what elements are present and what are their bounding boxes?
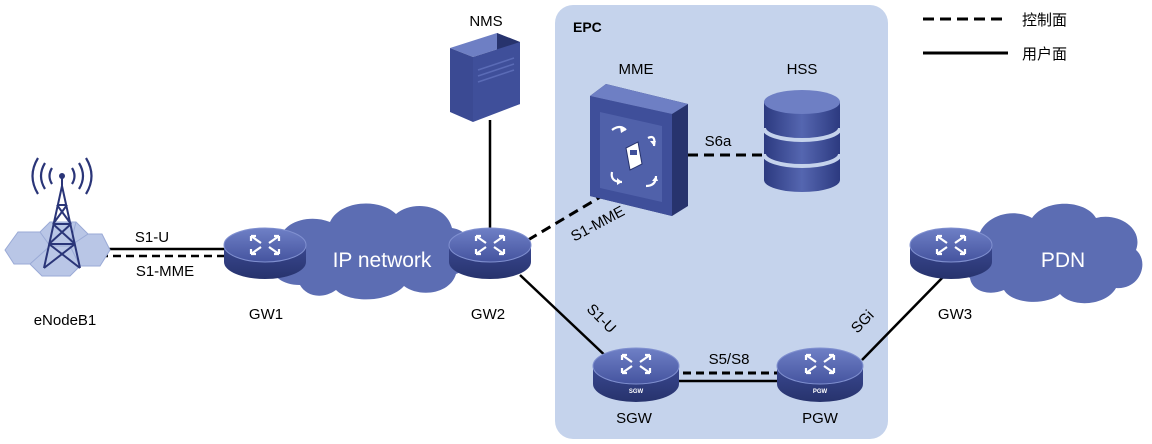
link-s1u-gw2-sgw [519, 274, 613, 363]
gw2-router-icon [448, 227, 532, 279]
sgw-router-icon: SGW [592, 347, 680, 402]
ip-network-cloud: IP network [271, 203, 473, 300]
s5s8-label: S5/S8 [709, 351, 750, 368]
epc-label: EPC [573, 19, 602, 35]
sgw-label: SGW [616, 410, 653, 427]
pgw-router-icon: PGW [776, 347, 864, 402]
mme-label: MME [619, 61, 654, 78]
gw3-router-icon [909, 227, 993, 279]
pdn-cloud: PDN [957, 203, 1143, 304]
gw1-label: GW1 [249, 306, 283, 323]
nms-label: NMS [469, 13, 502, 30]
pgw-badge: PGW [813, 389, 828, 395]
enodeb-label: eNodeB1 [34, 312, 97, 329]
s6a-label: S6a [705, 133, 732, 150]
pgw-label: PGW [802, 410, 839, 427]
link-sgi-pgw-gw3 [861, 274, 946, 361]
hss-label: HSS [787, 61, 818, 78]
gw3-label: GW3 [938, 306, 972, 323]
pdn-label: PDN [1041, 249, 1085, 272]
s1u-left-label: S1-U [135, 229, 169, 246]
ip-network-label: IP network [333, 249, 432, 272]
sgw-badge: SGW [629, 389, 644, 395]
link-s1mme-gw2-mme [527, 188, 613, 242]
gw2-label: GW2 [471, 306, 505, 323]
gw1-router-icon [223, 227, 307, 279]
legend: 控制面 用户面 [923, 11, 1067, 63]
legend-user-plane-label: 用户面 [1022, 45, 1067, 63]
enodeb-icon [4, 157, 111, 277]
hss-database-icon [762, 90, 842, 192]
legend-control-plane-label: 控制面 [1022, 11, 1067, 29]
mme-icon [590, 84, 688, 216]
nms-server-icon [450, 33, 520, 122]
s1mme-left-label: S1-MME [136, 263, 194, 280]
